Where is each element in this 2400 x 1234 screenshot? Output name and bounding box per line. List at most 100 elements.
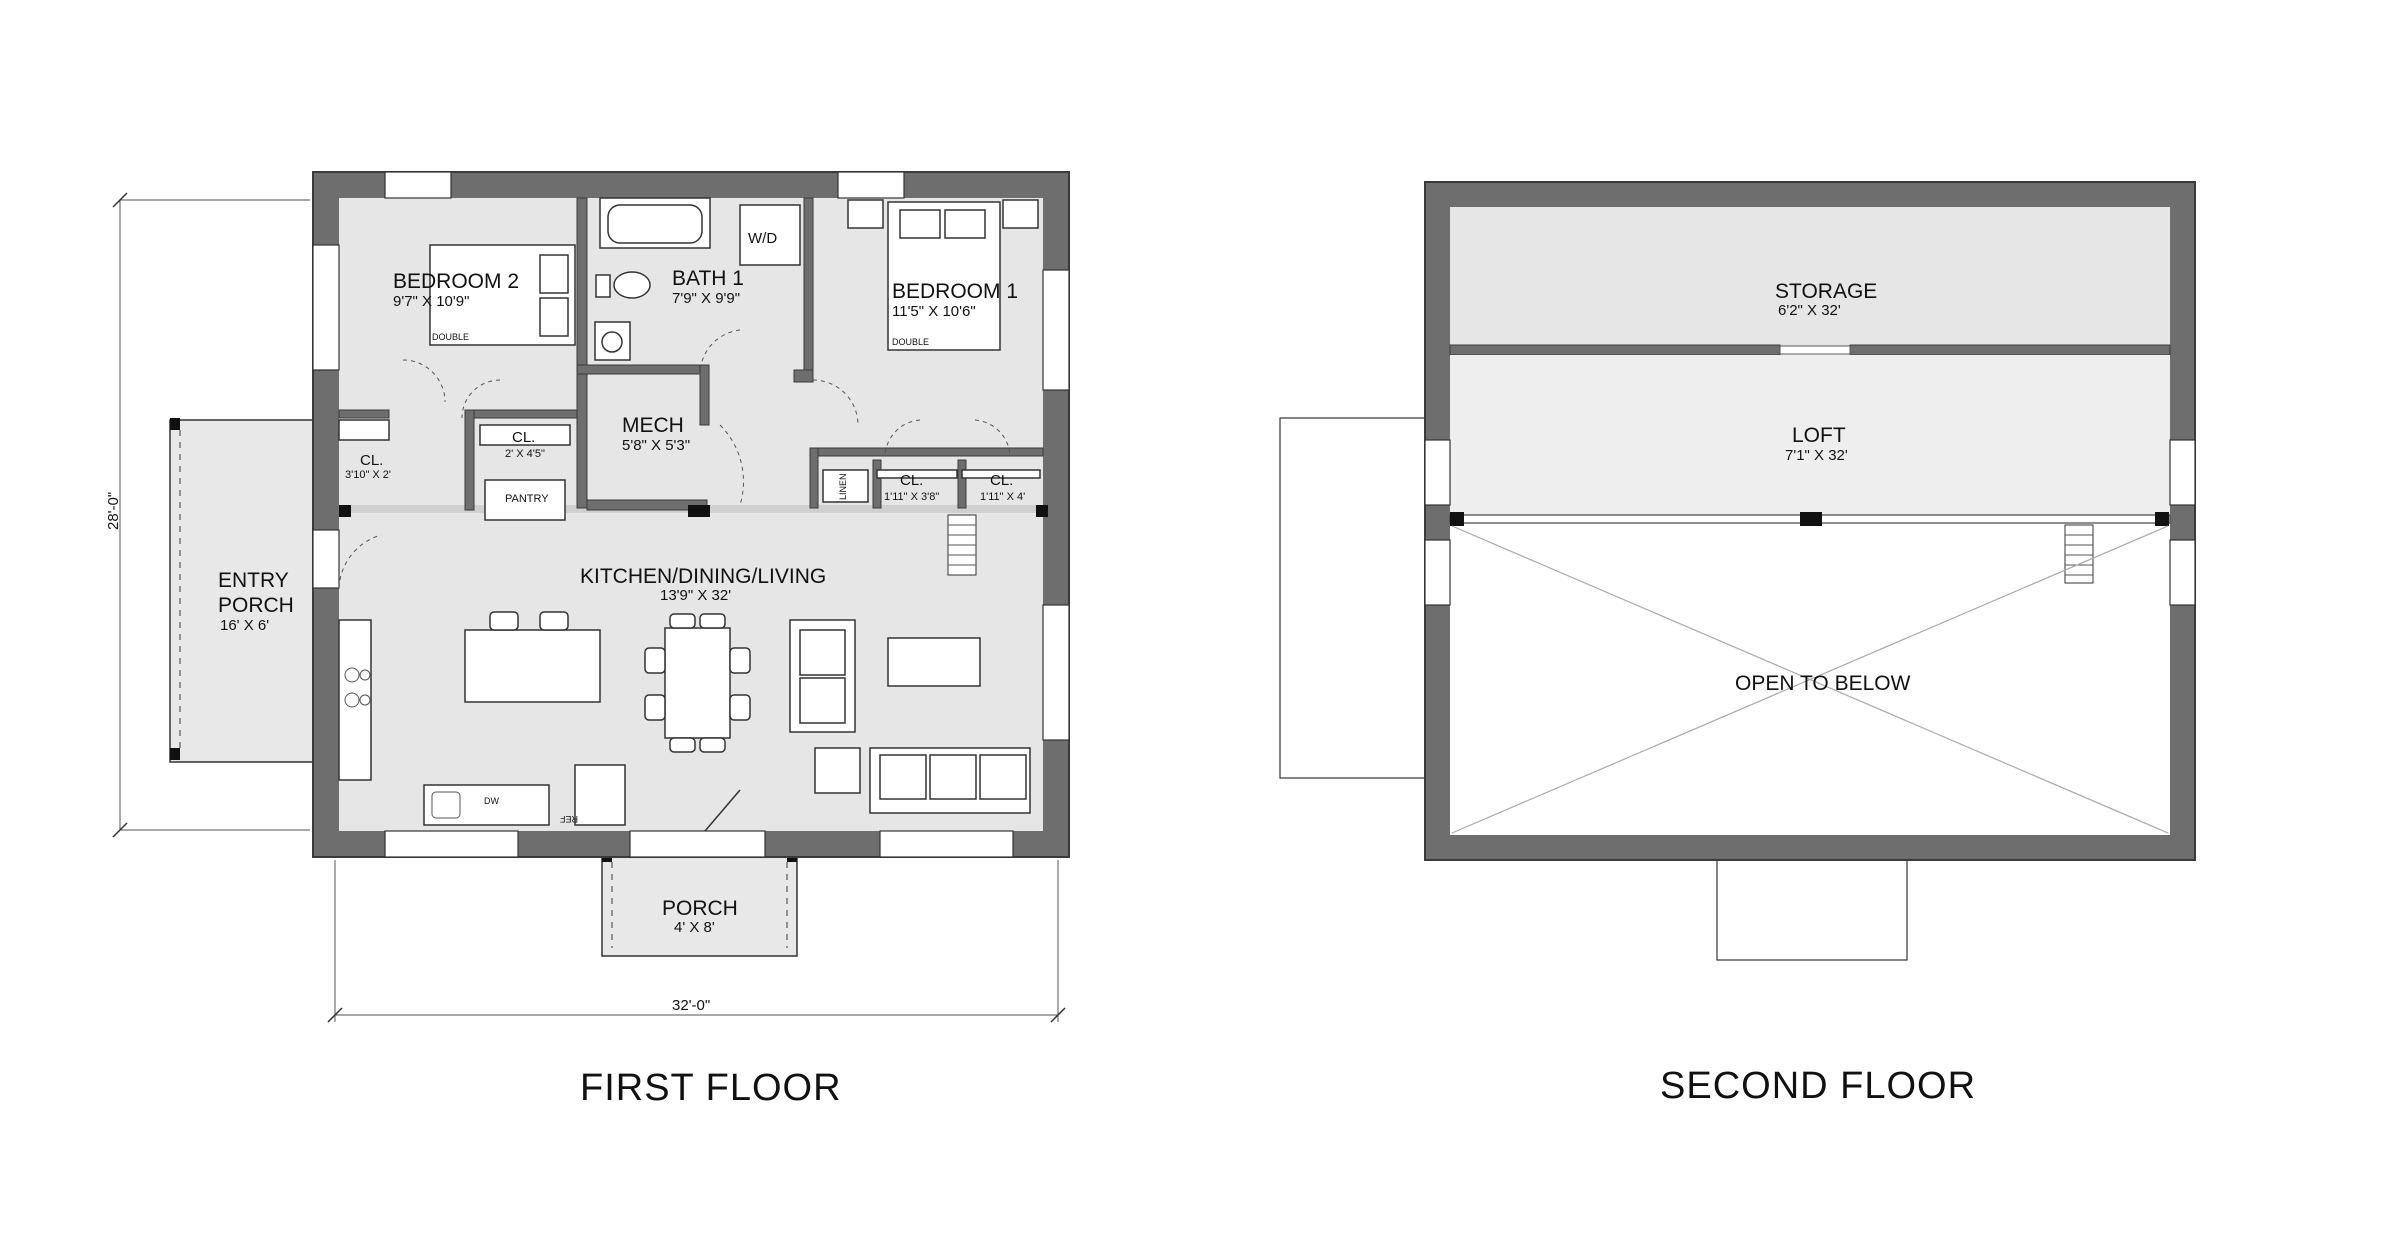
porch-dims: 4' X 8': [674, 919, 715, 936]
closet-dims: 3'10" X 2': [345, 469, 391, 481]
kitchen-sink-icon: [431, 791, 461, 819]
storage-dims: 6'2" X 32': [1778, 302, 1841, 319]
bed-size-label: DOUBLE: [432, 332, 469, 342]
entry-porch-dims: 16' X 6': [220, 617, 269, 634]
first-floor-title: FIRST FLOOR: [580, 1067, 842, 1109]
closet-rod: [961, 469, 1041, 479]
entry-door: [312, 529, 340, 589]
window: [384, 830, 519, 858]
closet-dims: 1'11" X 3'8": [884, 491, 939, 503]
kitchen-dining-living-dims: 13'9" X 32': [660, 587, 731, 604]
closet-rod: [876, 469, 958, 479]
bedroom-1-dims: 11'5" X 10'6": [892, 303, 976, 320]
window: [2169, 539, 2196, 606]
refrigerator-label: REF: [559, 814, 578, 824]
linen-shelf: [822, 469, 869, 503]
entry-porch-label-2: PORCH: [218, 594, 294, 617]
storage-label: STORAGE: [1775, 280, 1877, 303]
loft-label: LOFT: [1792, 424, 1846, 447]
dimension-width-label: 32'-0": [672, 997, 710, 1014]
pantry-shelf: [484, 479, 566, 521]
closet-dims: 1'11" X 4': [980, 491, 1025, 503]
interior-walls: [338, 197, 1048, 517]
first-floor-plan: BEDROOM 2 9'7" X 10'9" DOUBLE BATH 1 7'9…: [105, 171, 1070, 1109]
closet-label: CL.: [512, 429, 535, 446]
mech-dims: 5'8" X 5'3": [622, 437, 690, 454]
chair-icon: [644, 647, 666, 674]
chair-icon: [699, 613, 726, 629]
pillow-icon: [539, 254, 569, 294]
window: [1042, 604, 1070, 741]
loft-area: [1450, 355, 2170, 515]
kitchen-dining-living-label: KITCHEN/DINING/LIVING: [580, 565, 826, 588]
chair-icon: [669, 737, 696, 753]
closet-dims: 2' X 4'5": [505, 448, 545, 460]
porch-label: PORCH: [662, 897, 738, 920]
porch-roof-outline: [1716, 854, 1908, 961]
bedroom-2-dims: 9'7" X 10'9": [393, 293, 469, 310]
window: [879, 830, 1014, 858]
closet-shelf: [479, 424, 571, 446]
loft-dims: 7'1" X 32': [1785, 447, 1848, 464]
pillow-icon: [899, 209, 941, 239]
toilet-icon: [613, 271, 651, 299]
stool-icon: [539, 611, 569, 631]
window: [2169, 439, 2196, 506]
dimension-height-label: 28'-0": [105, 492, 122, 530]
loft-ladder: [2064, 524, 2094, 584]
coffee-table: [887, 637, 981, 687]
dimension-lines: [112, 192, 1066, 1023]
open-to-below-label: OPEN TO BELOW: [1735, 672, 1911, 695]
closet-label: CL.: [900, 472, 923, 489]
dishwasher-label: DW: [484, 796, 499, 806]
bath-1-dims: 7'9" X 9'9": [672, 290, 740, 307]
chair-icon: [729, 694, 751, 721]
storage-area: [1450, 207, 2170, 350]
stove-burner-icon: [344, 692, 360, 708]
stool-icon: [489, 611, 519, 631]
pillow-icon: [539, 297, 569, 337]
pantry-label: PANTRY: [505, 493, 549, 505]
window: [1424, 439, 1451, 506]
closet-shelf: [338, 419, 390, 441]
window: [1042, 269, 1070, 391]
kitchen-island: [464, 629, 601, 703]
window: [312, 244, 340, 371]
kitchen-counter: [338, 619, 372, 781]
dining-table: [664, 627, 731, 739]
side-table: [814, 747, 861, 794]
storage-access-door: [1779, 345, 1851, 355]
chair-icon: [729, 647, 751, 674]
loft-ladder: [947, 514, 977, 576]
window: [1424, 539, 1451, 606]
entry-porch-roof-outline: [1279, 417, 1431, 779]
washer-dryer: [739, 204, 801, 266]
chair-icon: [669, 613, 696, 629]
washer-dryer-label: W/D: [748, 230, 777, 247]
bedroom-2-label: BEDROOM 2: [393, 270, 519, 293]
refrigerator: [574, 764, 626, 826]
second-floor-plan: STORAGE 6'2" X 32' LOFT 7'1" X 32' OPEN …: [1279, 181, 2196, 1107]
chair-icon: [644, 694, 666, 721]
pillow-icon: [944, 209, 986, 239]
mech-label: MECH: [622, 414, 684, 437]
front-door: [629, 830, 766, 858]
entry-porch-label: ENTRY: [218, 569, 289, 592]
nightstand: [1002, 199, 1039, 229]
chair-icon: [699, 737, 726, 753]
door-swings: [402, 329, 1011, 506]
closet-label: CL.: [990, 472, 1013, 489]
window: [384, 171, 452, 199]
bed-size-label: DOUBLE: [892, 337, 929, 347]
bath-1-label: BATH 1: [672, 267, 744, 290]
second-floor-title: SECOND FLOOR: [1660, 1065, 1976, 1107]
window: [837, 171, 905, 199]
stove-burner-icon: [344, 667, 360, 683]
bedroom-1-label: BEDROOM 1: [892, 280, 1018, 303]
nightstand: [847, 199, 884, 229]
closet-label: CL.: [360, 452, 383, 469]
entry-porch: [169, 418, 317, 763]
linen-label: LINEN: [838, 473, 848, 500]
